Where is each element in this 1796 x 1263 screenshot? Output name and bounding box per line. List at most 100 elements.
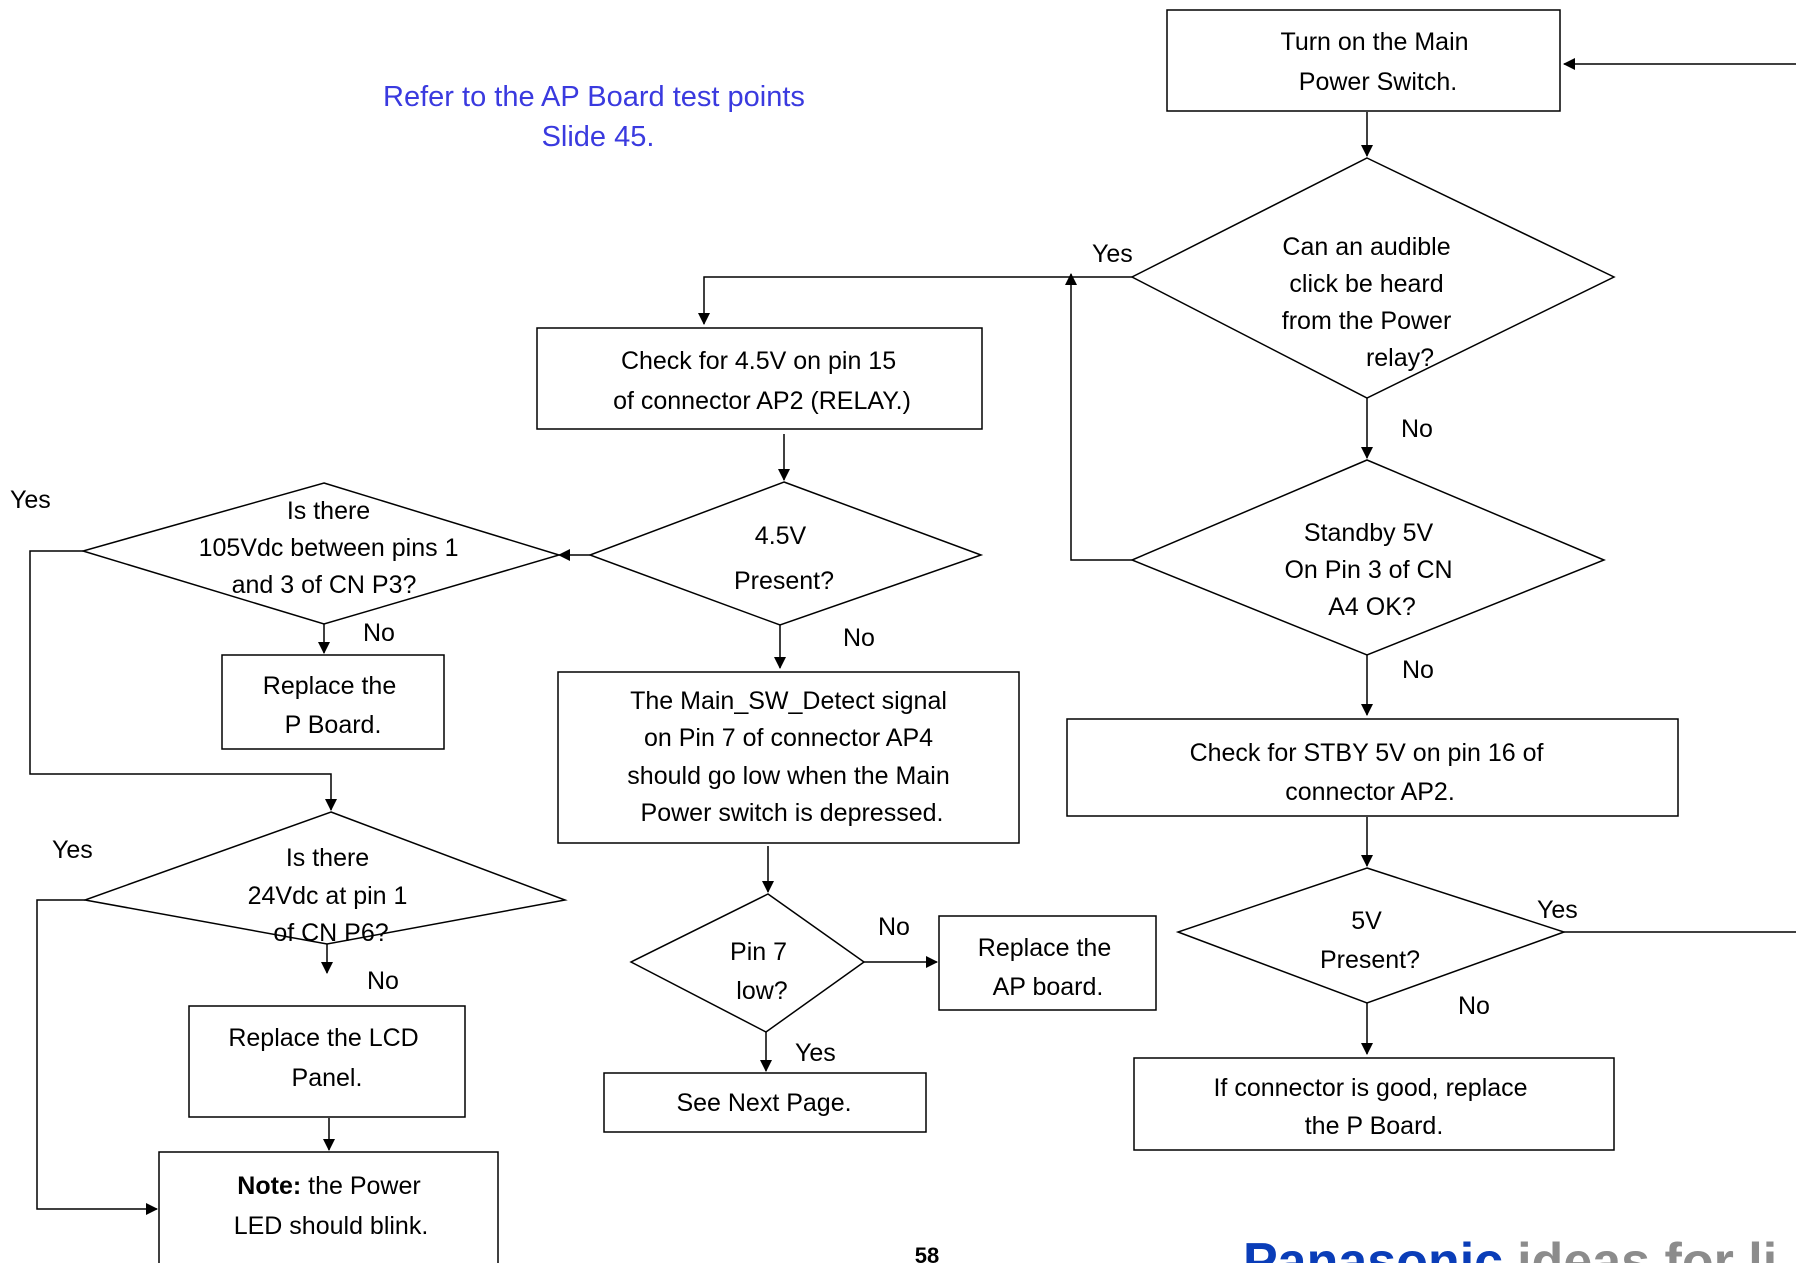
svg-text:Is there 105Vdc between: Is there 105Vdc between pins 1 and 3 of … bbox=[199, 497, 466, 599]
node-text-line: of connector AP2 (RELAY.) bbox=[613, 387, 911, 415]
svg-text:5V Present?: 5V Present? bbox=[1320, 907, 1420, 974]
node-text-line: Is there bbox=[286, 844, 369, 872]
decision-pin7-low: Pin 7 low? bbox=[629, 893, 866, 1033]
node-text-line: of CN P6? bbox=[273, 919, 388, 947]
node-text-line: AP board. bbox=[993, 973, 1104, 1001]
decision-5v-present: 5V Present? bbox=[1175, 867, 1567, 1004]
note-line: LED should blink. bbox=[234, 1212, 429, 1240]
node-text-line: Power switch is depressed. bbox=[641, 799, 944, 827]
process-box-turn-on: Turn on the Main Power Switch. bbox=[1166, 9, 1561, 112]
node-text-line: P Board. bbox=[285, 711, 382, 739]
label-no: No bbox=[367, 967, 399, 995]
process-box-replace-ap: Replace the AP board. bbox=[938, 915, 1157, 1011]
node-text-line: click be heard bbox=[1289, 270, 1443, 298]
node-text-line: Check for 4.5V on pin 15 bbox=[621, 347, 896, 375]
svg-text:Pin 7 low?: Pin 7 low? bbox=[730, 938, 794, 1005]
process-box-replace-lcd: Replace the LCD Panel. bbox=[188, 1005, 466, 1118]
reference-note: Refer to the AP Board test points Slide … bbox=[383, 81, 813, 153]
node-text-line: Can an audible bbox=[1282, 233, 1450, 261]
node-text-line: Turn on the Main bbox=[1280, 28, 1468, 56]
label-yes: Yes bbox=[10, 486, 51, 514]
label-no: No bbox=[843, 624, 875, 652]
process-box-note: Note: the Power LED should blink. bbox=[158, 1151, 499, 1263]
label-yes: Yes bbox=[52, 836, 93, 864]
connector bbox=[1065, 273, 1132, 561]
reference-note-line: Refer to the AP Board test points bbox=[383, 81, 805, 113]
svg-text:Replace the LCD Panel.: Replace the LCD Panel. bbox=[228, 1024, 425, 1092]
brand-name: Panasonic bbox=[1243, 1233, 1503, 1263]
svg-text:Replace the P Board.: Replace the P Board. bbox=[263, 672, 403, 739]
svg-text:The Main_SW_Detect signal: The Main_SW_Detect signal on Pin 7 of co… bbox=[627, 687, 956, 827]
node-text-line: from the Power bbox=[1282, 307, 1452, 335]
node-text-line: 105Vdc between pins 1 bbox=[199, 534, 459, 562]
connectors bbox=[29, 58, 1796, 1215]
process-box-main-sw-detect: The Main_SW_Detect signal on Pin 7 of co… bbox=[557, 671, 1020, 844]
brand-tagline: ideas for li bbox=[1517, 1233, 1777, 1263]
svg-text:LED should blink.: LED should blink. bbox=[234, 1212, 429, 1240]
node-text-line: Replace the bbox=[263, 672, 396, 700]
node-text-line: See Next Page. bbox=[676, 1089, 851, 1117]
svg-text:Is there 24Vdc at pin 1: Is there 24Vdc at pin 1 of CN P6? bbox=[248, 844, 415, 947]
svg-text:Check for 4.5V on pin 15: Check for 4.5V on pin 15 of connector AP… bbox=[613, 347, 911, 415]
reference-note-line: Slide 45. bbox=[542, 121, 655, 153]
label-yes: Yes bbox=[795, 1039, 836, 1067]
node-text-line: 24Vdc at pin 1 bbox=[248, 882, 408, 910]
node-text-line: Power Switch. bbox=[1299, 68, 1457, 96]
process-box-check-stby: Check for STBY 5V on pin 16 of connector… bbox=[1066, 718, 1679, 817]
note-text: the Power bbox=[301, 1172, 421, 1200]
node-text-line: low? bbox=[736, 977, 787, 1005]
node-text-line: On Pin 3 of CN bbox=[1284, 556, 1452, 584]
brand-logo: Panasonic ideas for li bbox=[1243, 1233, 1777, 1263]
svg-text:Turn on the Main Power S: Turn on the Main Power Switch. bbox=[1280, 28, 1475, 96]
node-text-line: A4 OK? bbox=[1328, 593, 1416, 621]
connector-yes bbox=[36, 899, 158, 1215]
branch-labels: Yes No No Yes No No No Yes Yes No Yes No bbox=[10, 240, 1578, 1067]
decision-standby-5v: Standby 5V On Pin 3 of CN A4 OK? bbox=[1130, 459, 1606, 656]
node-text-line: the P Board. bbox=[1305, 1112, 1444, 1140]
node-text-line: connector AP2. bbox=[1285, 778, 1455, 806]
label-no: No bbox=[1402, 656, 1434, 684]
note-line: Note: the Power bbox=[237, 1172, 420, 1200]
note-label: Note: bbox=[237, 1172, 301, 1200]
svg-text:If connector is good, replace: If connector is good, replace the P Boar… bbox=[1213, 1074, 1534, 1140]
node-text-line: Replace the bbox=[978, 934, 1111, 962]
connector-yes bbox=[698, 276, 1132, 325]
svg-text:Standby 5V On Pin 3 of C: Standby 5V On Pin 3 of CN A4 OK? bbox=[1284, 519, 1459, 621]
svg-text:4.5V Present?: 4.5V Present? bbox=[734, 522, 834, 595]
node-text-line: 4.5V bbox=[755, 522, 807, 550]
label-no: No bbox=[1458, 992, 1490, 1020]
decision-105vdc: Is there 105Vdc between pins 1 and 3 of … bbox=[80, 482, 562, 625]
node-text-line: and 3 of CN P3? bbox=[232, 571, 417, 599]
node-text-line: relay? bbox=[1366, 344, 1434, 372]
decision-audible-click: Can an audible click be heard from the P… bbox=[1130, 157, 1616, 399]
node-text-line: Panel. bbox=[292, 1064, 363, 1092]
process-box-check-4-5v: Check for 4.5V on pin 15 of connector AP… bbox=[536, 327, 983, 430]
node-text-line: should go low when the Main bbox=[627, 762, 949, 790]
svg-text:See Next Page.: See Next Page. bbox=[676, 1089, 851, 1117]
label-yes: Yes bbox=[1092, 240, 1133, 268]
connector-yes bbox=[29, 550, 337, 811]
node-text-line: on Pin 7 of connector AP4 bbox=[644, 724, 933, 752]
node-text-line: Check for STBY 5V on pin 16 of bbox=[1190, 739, 1544, 767]
label-no: No bbox=[878, 913, 910, 941]
label-yes: Yes bbox=[1537, 896, 1578, 924]
decision-4-5v-present: 4.5V Present? bbox=[587, 481, 984, 626]
node-text-line: If connector is good, replace bbox=[1213, 1074, 1527, 1102]
svg-text:Replace the AP board.: Replace the AP board. bbox=[978, 934, 1118, 1001]
svg-text:Check for STBY 5V on pin 16 o: Check for STBY 5V on pin 16 of connector… bbox=[1190, 739, 1551, 806]
node-text-line: The Main_SW_Detect signal bbox=[630, 687, 947, 715]
node-text-line: 5V bbox=[1351, 907, 1382, 935]
label-no: No bbox=[363, 619, 395, 647]
brand-wordmark: Panasonic ideas for li bbox=[1243, 1233, 1777, 1263]
svg-text:Can an audible click be: Can an audible click be heard from the P… bbox=[1282, 233, 1458, 372]
node-text-line: Standby 5V bbox=[1304, 519, 1434, 547]
process-box-connector-good: If connector is good, replace the P Boar… bbox=[1133, 1057, 1615, 1151]
node-text-line: Is there bbox=[287, 497, 370, 525]
label-no: No bbox=[1401, 415, 1433, 443]
decision-24vdc: Is there 24Vdc at pin 1 of CN P6? bbox=[82, 811, 568, 947]
process-box-see-next-page: See Next Page. bbox=[603, 1072, 927, 1133]
node-text-line: Pin 7 bbox=[730, 938, 787, 966]
node-text-line: Present? bbox=[734, 567, 834, 595]
node-text-line: Replace the LCD bbox=[228, 1024, 418, 1052]
